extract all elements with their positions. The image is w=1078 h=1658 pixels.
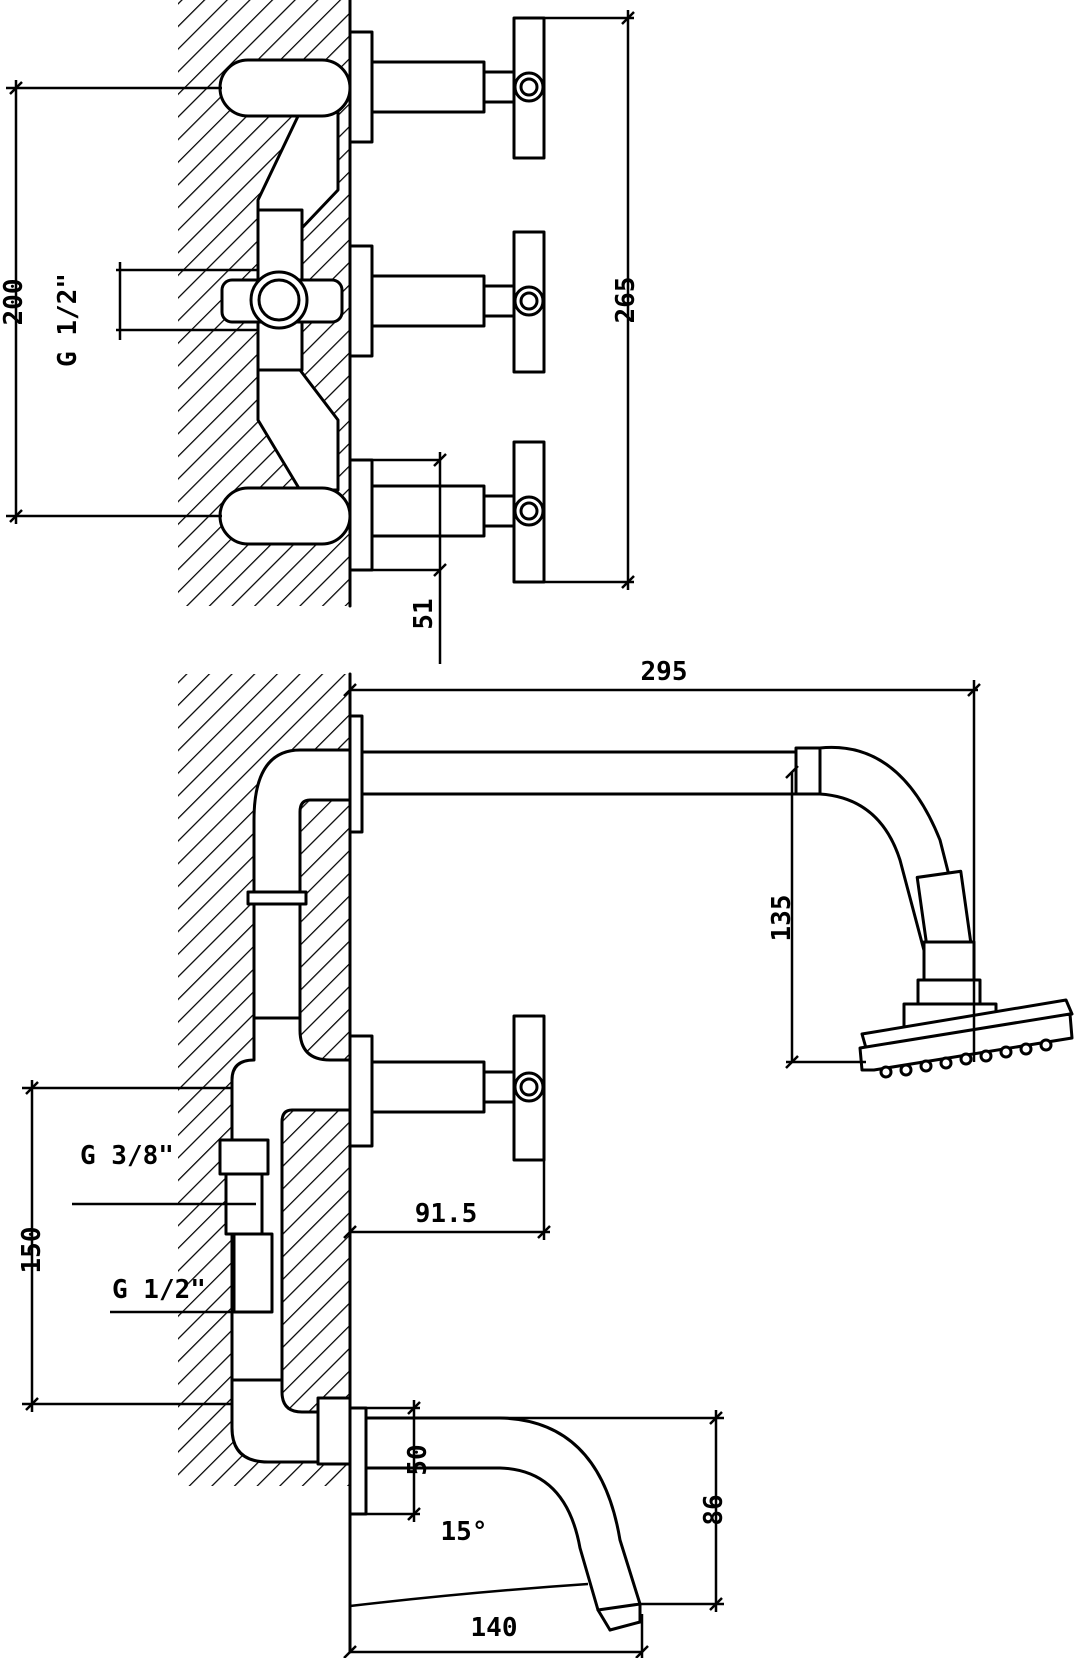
thread-g12-top-leader	[116, 262, 258, 340]
shower-head-plate	[860, 998, 1074, 1050]
riser-collar	[246, 890, 308, 906]
top-view: 200 G 1/2" 265 51	[0, 0, 641, 664]
dimension-150	[22, 1080, 232, 1412]
valve-flange-side	[348, 1034, 374, 1148]
valve-side	[370, 1014, 546, 1162]
dimension-265	[544, 10, 635, 590]
valve-bottom	[370, 440, 546, 584]
dimension-295-label: 295	[641, 657, 688, 687]
shower-nozzles	[879, 1038, 1053, 1079]
dimension-135-label: 135	[767, 895, 797, 942]
shower-arm	[360, 750, 820, 796]
top-elbow	[218, 58, 352, 118]
g38-fitting-nut	[218, 1138, 270, 1176]
dimension-51-label: 51	[409, 598, 439, 629]
flange-bottom	[348, 458, 374, 572]
dimension-50	[350, 1400, 421, 1522]
dimension-295	[343, 680, 981, 1062]
dimension-91-5	[343, 1160, 551, 1240]
dimension-86-label: 86	[699, 1494, 729, 1525]
shower-ball-joint	[922, 940, 976, 984]
spout-flange	[348, 1406, 368, 1516]
shower-head-neck	[916, 978, 982, 1006]
side-view: 295 135 91.5 150 G 3/8"	[17, 657, 1074, 1658]
spout	[364, 1416, 642, 1612]
dimension-91-5-label: 91.5	[415, 1199, 478, 1229]
valve-middle	[370, 230, 546, 374]
flange-middle	[348, 244, 374, 358]
dimension-200-label: 200	[0, 279, 29, 326]
dimension-50-label: 50	[403, 1444, 433, 1475]
shower-flange	[348, 714, 364, 834]
body-bottom-connector	[256, 368, 340, 492]
dimension-135	[785, 765, 866, 1069]
valve-top	[370, 16, 546, 160]
diverter-inner-ring	[257, 278, 301, 322]
angle-arc	[349, 1582, 589, 1608]
bottom-elbow	[218, 486, 352, 546]
thread-g12-top-label: G 1/2"	[53, 273, 83, 367]
g38-fitting-stem	[232, 1232, 274, 1314]
shower-arm-joint	[794, 746, 822, 796]
bottom-elbow-nut	[316, 1396, 352, 1466]
dimension-140	[343, 1614, 649, 1658]
dimension-265-label: 265	[611, 277, 641, 324]
thread-g38-label: G 3/8"	[80, 1141, 174, 1171]
shower-arm-sleeve	[915, 869, 973, 951]
dimension-150-label: 150	[17, 1227, 47, 1274]
dimension-200	[6, 80, 222, 524]
angle-label: 15°	[441, 1517, 488, 1547]
dimension-86	[500, 1410, 724, 1612]
dimension-140-label: 140	[471, 1613, 518, 1643]
thread-g12-lower-label: G 1/2"	[112, 1275, 206, 1305]
flange-top	[348, 30, 374, 144]
dimension-51	[372, 452, 447, 664]
